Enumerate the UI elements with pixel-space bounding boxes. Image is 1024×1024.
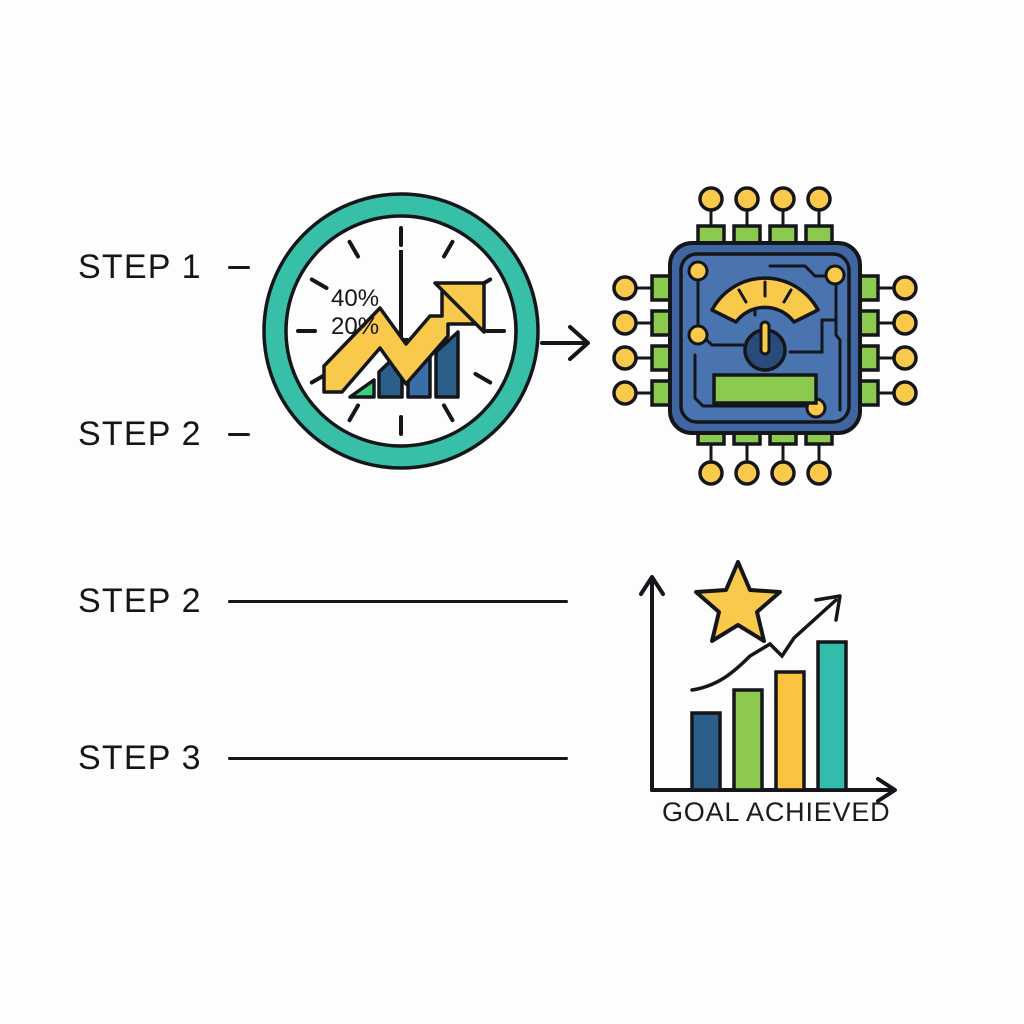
step-label-1: STEP 1 — [78, 248, 202, 286]
flow-arrow-right-icon — [540, 325, 590, 361]
chip-gauge-icon — [710, 276, 820, 324]
clock-growth-chart-illustration: 40% 20% — [262, 192, 540, 470]
chip-pins-left — [612, 274, 680, 407]
goal-achieved-caption: GOAL ACHIEVED — [662, 797, 891, 827]
chart-bar-4 — [816, 640, 848, 792]
connector-line-2 — [228, 757, 568, 760]
chart-bar-3 — [774, 670, 806, 792]
chart-bars — [690, 640, 848, 792]
clock-tick-marks — [296, 226, 506, 436]
clock-percent-label-2: 20% — [331, 313, 379, 340]
clock-trend-arrow-icon — [322, 281, 486, 394]
chip-register-bar — [712, 373, 818, 405]
chart-bar-1 — [690, 711, 722, 792]
clock-ring — [264, 194, 538, 468]
star-badge-icon — [694, 560, 782, 643]
chip-pins-top — [696, 186, 834, 252]
step-label-3: STEP 2 — [78, 582, 202, 620]
clock-inner-bar-chart — [348, 330, 460, 399]
chip-trace-nodes — [687, 260, 846, 419]
connector-line-1 — [228, 600, 568, 603]
goal-achieved-bar-chart — [639, 560, 897, 803]
step-label-4: STEP 3 — [78, 739, 202, 777]
connector-dash-1 — [228, 266, 250, 269]
chart-bar-2 — [732, 688, 764, 792]
chip-power-knob-icon — [743, 320, 787, 372]
connector-dash-2 — [228, 433, 250, 436]
chart-y-axis — [639, 575, 665, 792]
chart-trend-arrow-icon — [690, 594, 842, 692]
step-label-2: STEP 2 — [78, 415, 202, 453]
clock-percent-label-1: 40% — [331, 285, 379, 312]
microchip-gauge-illustration — [612, 186, 918, 486]
